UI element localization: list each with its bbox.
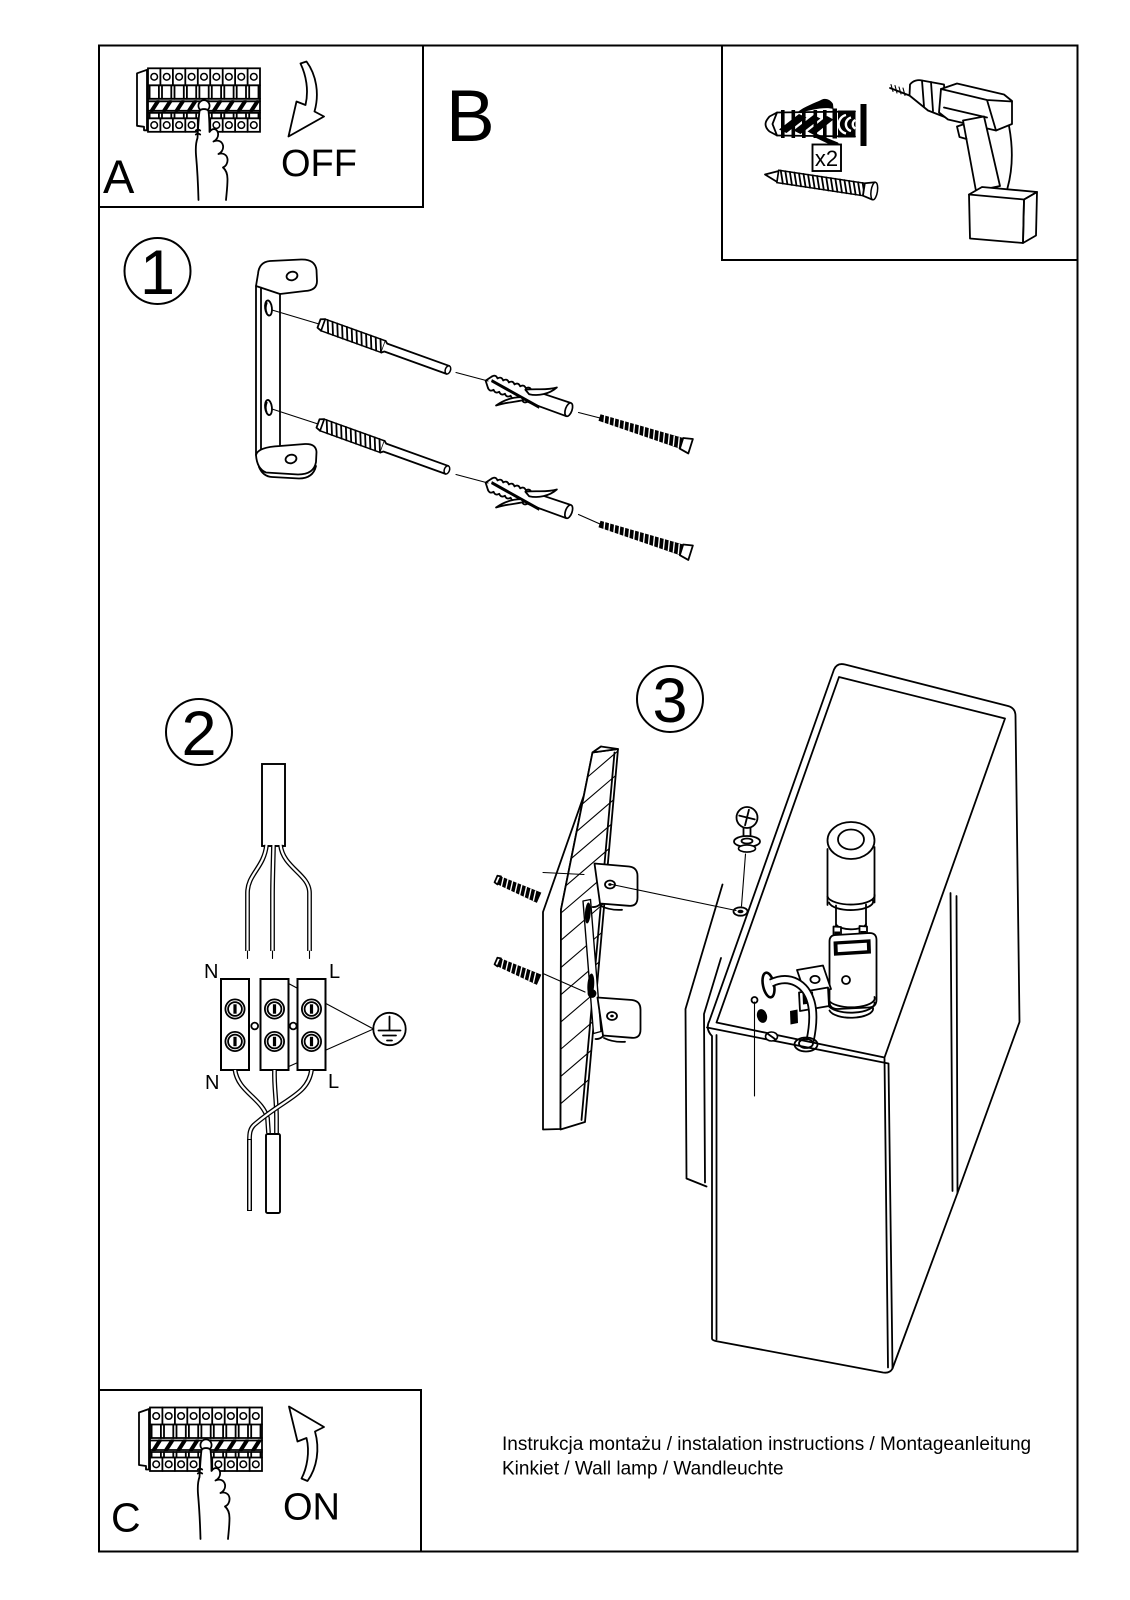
svg-text:2: 2 — [181, 699, 216, 769]
svg-text:ON: ON — [283, 1487, 340, 1529]
svg-text:A: A — [103, 150, 135, 203]
svg-text:Instrukcja montażu / instalati: Instrukcja montażu / instalation instruc… — [502, 1434, 1031, 1455]
svg-text:C: C — [111, 1495, 141, 1541]
svg-text:N: N — [204, 961, 218, 983]
svg-text:N: N — [205, 1072, 219, 1094]
svg-text:L: L — [328, 1071, 339, 1093]
svg-text:1: 1 — [140, 238, 175, 308]
svg-text:3: 3 — [652, 666, 687, 736]
svg-text:x2: x2 — [815, 146, 838, 171]
svg-text:OFF: OFF — [281, 143, 357, 185]
svg-text:Kinkiet / Wall lamp / Wandleuc: Kinkiet / Wall lamp / Wandleuchte — [502, 1459, 784, 1480]
svg-text:L: L — [329, 961, 340, 983]
svg-text:B: B — [446, 76, 495, 157]
